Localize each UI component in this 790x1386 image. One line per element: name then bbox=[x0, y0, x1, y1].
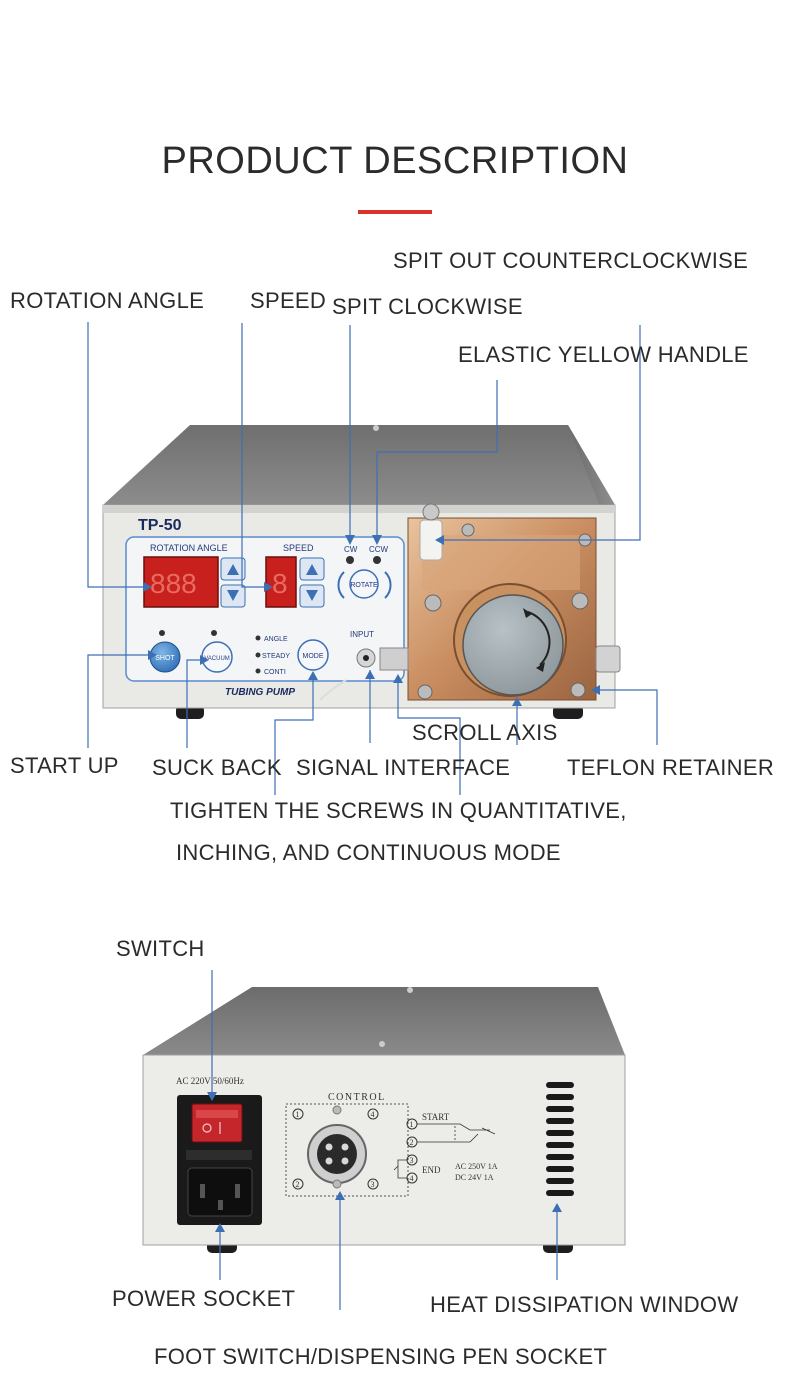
back-foot-right bbox=[543, 1240, 573, 1253]
leader-speed bbox=[241, 323, 264, 588]
svg-text:888: 888 bbox=[150, 568, 197, 599]
panel-rotation-angle-label: ROTATION ANGLE bbox=[150, 543, 228, 553]
leader-scroll-axis bbox=[397, 680, 461, 795]
scroll-axis-shaft bbox=[379, 647, 409, 671]
aviation-socket[interactable] bbox=[307, 1124, 367, 1184]
pin-1-left: 1 bbox=[296, 1110, 300, 1119]
control-frame bbox=[285, 1103, 409, 1197]
pin-4-top: 4 bbox=[371, 1110, 375, 1119]
label-teflon-retainer: TEFLON RETAINER bbox=[567, 755, 775, 780]
power-socket[interactable] bbox=[187, 1167, 253, 1217]
label-tighten-line2: INCHING, AND CONTINUOUS MODE bbox=[176, 840, 561, 865]
label-spit-cw: SPIT CLOCKWISE bbox=[332, 294, 523, 319]
label-signal-interface: SIGNAL INTERFACE bbox=[296, 755, 511, 780]
label-power-socket: POWER SOCKET bbox=[112, 1286, 296, 1311]
rating-ac-text: AC 250V 1A bbox=[455, 1162, 498, 1171]
leader-suck-back bbox=[186, 659, 200, 748]
label-start-up: START UP bbox=[10, 753, 119, 778]
shot-button-label: SHOT bbox=[155, 655, 175, 662]
mode-angle-label: ANGLE bbox=[264, 636, 288, 643]
label-rotation-angle: ROTATION ANGLE bbox=[10, 288, 205, 313]
leader-rotation-angle bbox=[87, 322, 143, 588]
power-module bbox=[177, 1095, 262, 1225]
heat-dissipation-window bbox=[546, 1082, 574, 1196]
title-accent-bar bbox=[358, 210, 432, 214]
model-label: TP-50 bbox=[138, 517, 182, 534]
power-switch[interactable] bbox=[191, 1103, 243, 1143]
ccw-indicator-led bbox=[373, 556, 381, 564]
start-label: START bbox=[422, 1112, 450, 1122]
pin-3-bottom: 3 bbox=[371, 1180, 375, 1189]
label-tighten-line1: TIGHTEN THE SCREWS IN QUANTITATIVE, bbox=[170, 798, 627, 823]
label-switch: SWITCH bbox=[116, 936, 205, 961]
end-label: END bbox=[422, 1165, 441, 1175]
label-spit-ccw: SPIT OUT COUNTERCLOCKWISE bbox=[393, 248, 749, 273]
front-box-top bbox=[103, 425, 615, 505]
ccw-label: CCW bbox=[369, 545, 389, 554]
speed-display bbox=[265, 556, 297, 608]
pin-1-right: 1 bbox=[410, 1120, 414, 1129]
tubing-pump-label: TUBING PUMP bbox=[225, 687, 295, 698]
mode-steady-label: STEADY bbox=[262, 653, 290, 660]
vacuum-button-label: VACUUM bbox=[204, 656, 230, 662]
cw-indicator-led bbox=[346, 556, 354, 564]
pin-2-right: 2 bbox=[410, 1138, 414, 1147]
svg-text:8: 8 bbox=[272, 568, 288, 599]
cw-label: CW bbox=[344, 545, 358, 554]
input-label: INPUT bbox=[350, 630, 374, 639]
label-foot-switch: FOOT SWITCH/DISPENSING PEN SOCKET bbox=[154, 1344, 608, 1369]
leader-mode bbox=[274, 672, 314, 795]
leader-teflon-retainer bbox=[600, 689, 658, 745]
panel-speed-label: SPEED bbox=[283, 543, 314, 553]
pin-4-right: 4 bbox=[410, 1174, 414, 1183]
back-foot-left bbox=[207, 1240, 237, 1253]
rotate-button-label: ROTATE bbox=[350, 582, 378, 589]
label-suck-back: SUCK BACK bbox=[152, 755, 282, 780]
ac-rating-text: AC 220V 50/60Hz bbox=[176, 1076, 244, 1086]
label-scroll-axis: SCROLL AXIS bbox=[412, 720, 558, 745]
angle-display bbox=[143, 556, 219, 608]
back-box-top bbox=[143, 987, 625, 1055]
pin-3-right: 3 bbox=[410, 1156, 414, 1165]
control-label: CONTROL bbox=[328, 1092, 386, 1103]
rotate-button[interactable] bbox=[349, 569, 379, 599]
front-device-illustration: TP-50 ROTATION ANGLE 888 SPEED 8 CW CCW … bbox=[87, 322, 658, 795]
mode-button[interactable] bbox=[297, 639, 329, 671]
leader-spit-ccw bbox=[376, 380, 498, 538]
back-face bbox=[142, 1054, 626, 1246]
rating-dc-text: DC 24V 1A bbox=[455, 1173, 494, 1182]
mode-conti-label: CONTI bbox=[264, 669, 286, 676]
pin-2-left: 2 bbox=[296, 1180, 300, 1189]
mode-button-label: MODE bbox=[303, 653, 324, 660]
leader-elastic-handle bbox=[444, 325, 641, 541]
page-title: PRODUCT DESCRIPTION bbox=[161, 140, 629, 182]
label-heat-window: HEAT DISSIPATION WINDOW bbox=[430, 1292, 739, 1317]
label-speed: SPEED bbox=[250, 288, 327, 313]
teflon-retainer[interactable] bbox=[595, 645, 621, 673]
leader-start-up bbox=[87, 654, 148, 748]
scroll-axis-disc[interactable] bbox=[462, 594, 564, 696]
label-elastic-handle: ELASTIC YELLOW HANDLE bbox=[458, 342, 749, 367]
